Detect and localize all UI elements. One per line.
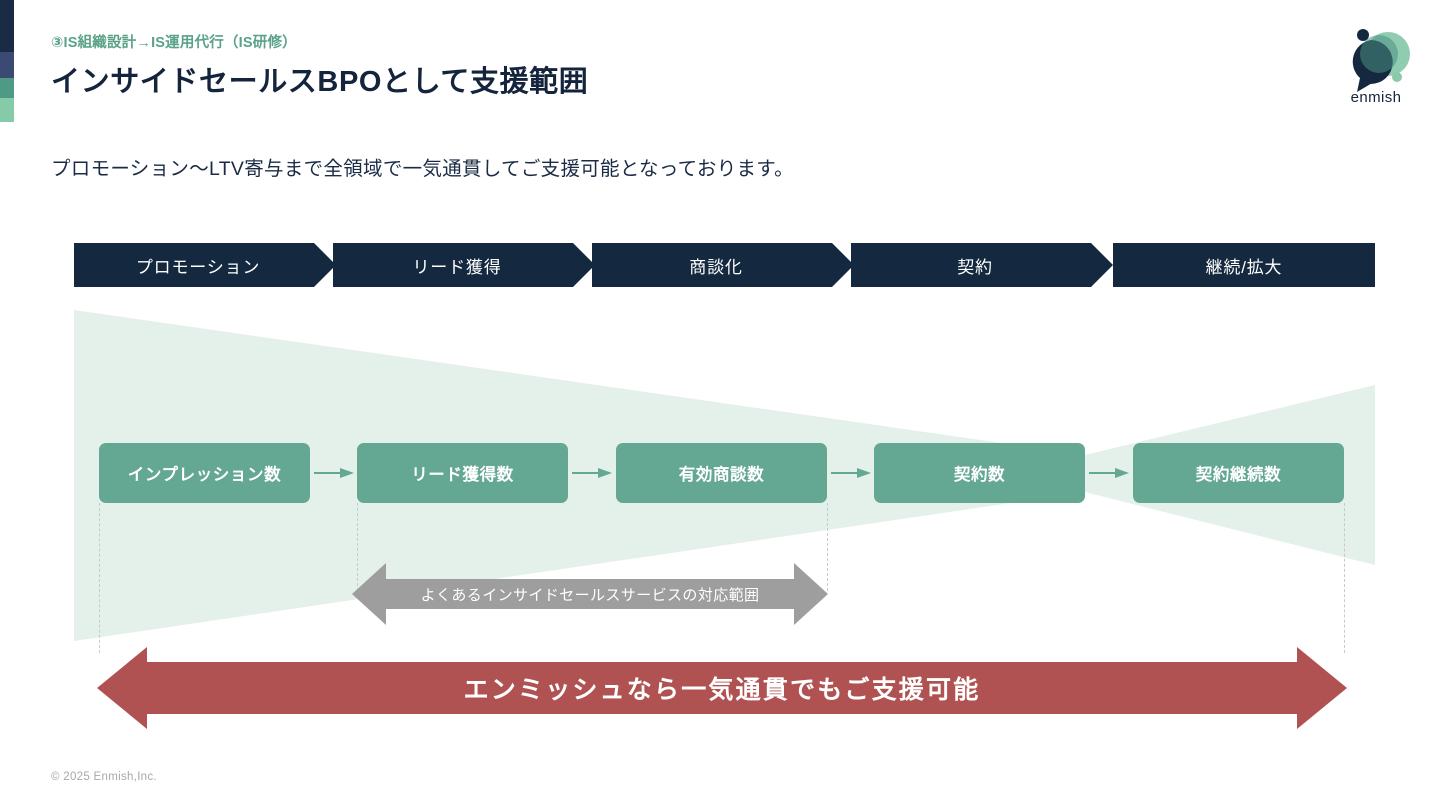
page-title: インサイドセールスBPOとして支援範囲 <box>51 66 589 98</box>
accent-segment-1 <box>0 0 14 52</box>
slide-eyebrow: ③IS組織設計→IS運用代行（IS研修） <box>51 35 297 51</box>
copyright-footer: © 2025 Enmish,Inc. <box>51 771 157 783</box>
metric-renewals[interactable]: 契約継続数 <box>1133 443 1344 503</box>
guide-line-right <box>1344 503 1345 653</box>
connector-arrow-1 <box>314 466 354 480</box>
left-accent-bar <box>0 0 14 122</box>
enmish-full-scope-label: エンミッシュなら一気通貫でもご支援可能 <box>463 676 981 704</box>
metric-label: 有効商談数 <box>678 466 765 484</box>
guide-line-lead <box>357 503 358 591</box>
stage-promotion[interactable]: プロモーション <box>74 243 336 287</box>
metric-label: 契約継続数 <box>1195 466 1282 484</box>
connector-arrow-2 <box>572 466 612 480</box>
stage-lead-acquisition[interactable]: リード獲得 <box>333 243 595 287</box>
stage-row: プロモーション リード獲得 商談化 契約 継続/拡大 <box>0 243 1440 287</box>
lead-paragraph: プロモーション〜LTV寄与まで全領域で一気通貫してご支援可能となっております。 <box>51 158 794 180</box>
stage-contract[interactable]: 契約 <box>851 243 1113 287</box>
guide-line-opportunity <box>827 503 828 591</box>
accent-segment-3 <box>0 78 14 98</box>
metric-label: インプレッション数 <box>127 466 282 484</box>
metric-qualified-opportunities[interactable]: 有効商談数 <box>616 443 827 503</box>
metric-label: リード獲得数 <box>411 466 514 484</box>
stage-label: プロモーション <box>135 257 261 277</box>
accent-segment-2 <box>0 52 14 78</box>
metric-impressions[interactable]: インプレッション数 <box>99 443 310 503</box>
metric-leads[interactable]: リード獲得数 <box>357 443 568 503</box>
logo-wordmark: enmish <box>1350 89 1402 106</box>
stage-label: リード獲得 <box>412 257 502 277</box>
metric-contracts[interactable]: 契約数 <box>874 443 1085 503</box>
guide-line-left <box>99 503 100 653</box>
stage-retention-expansion[interactable]: 継続/拡大 <box>1113 243 1375 287</box>
stage-label: 契約 <box>957 257 993 277</box>
stage-label: 商談化 <box>689 257 743 277</box>
stage-label: 継続/拡大 <box>1205 257 1283 277</box>
enmish-logo: enmish <box>1333 20 1419 106</box>
connector-arrow-3 <box>831 466 871 480</box>
stage-opportunity[interactable]: 商談化 <box>592 243 854 287</box>
metric-label: 契約数 <box>953 466 1006 484</box>
common-service-scope-label: よくあるインサイドセールスサービスの対応範囲 <box>420 586 760 604</box>
accent-segment-4 <box>0 98 14 122</box>
enmish-full-scope-arrow: エンミッシュなら一気通貫でもご支援可能 <box>97 645 1347 731</box>
connector-arrow-4 <box>1089 466 1129 480</box>
common-service-scope-arrow: よくあるインサイドセールスサービスの対応範囲 <box>352 561 828 627</box>
